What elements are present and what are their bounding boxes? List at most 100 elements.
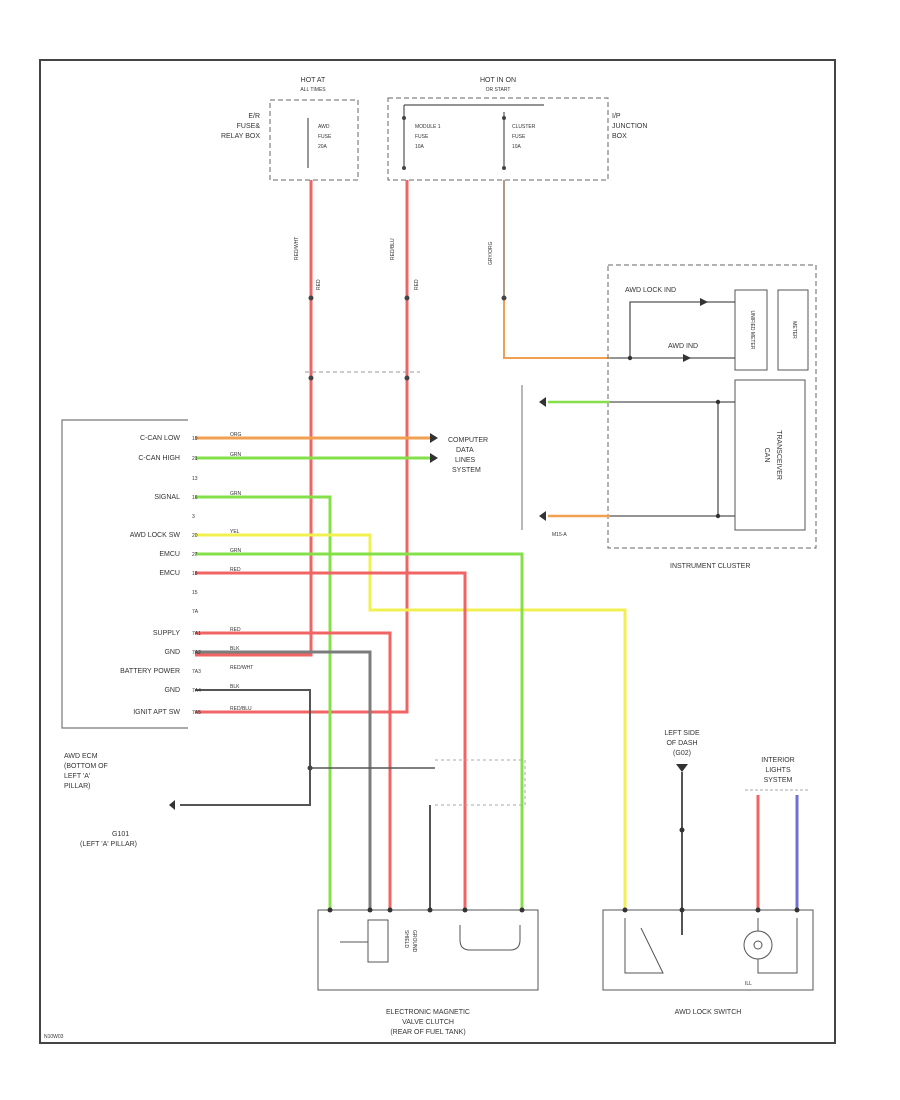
fuse-cluster-2: FUSE [512,134,526,140]
svg-text:(G02): (G02) [673,750,691,757]
can-xcvr-1: CAN [763,448,770,463]
svg-text:RED/BLU: RED/BLU [230,706,252,712]
ecm-pin-labels: C-CAN LOW C-CAN HIGH SIGNAL AWD LOCK SW … [120,435,180,716]
svg-text:LEFT SIDE: LEFT SIDE [664,730,700,737]
fuse-awd-3: 20A [318,144,328,150]
svg-text:SIGNAL: SIGNAL [154,494,180,501]
awd-lock-switch: ILL AWD LOCK SWITCH [602,909,814,1016]
svg-text:16: 16 [192,495,198,501]
valve-clutch: SHIELD GROUND ELECTRONIC MAGNETIC VALVE … [317,909,539,1036]
valve-name-3: (REAR OF FUEL TANK) [390,1029,465,1036]
switch-ill: ILL [745,981,752,987]
left-dash-ground: LEFT SIDE OF DASH (G02) [664,730,700,935]
wire-label-red-wht-1: RED/WHT [294,237,300,260]
shield-ground-1: SHIELD [403,930,409,948]
fuse-awd-1: AWD [318,124,330,130]
svg-text:LIGHTS: LIGHTS [765,767,791,774]
fuse-cluster-1: CLUSTER [512,124,536,130]
ecm-wire-colors: ORG GRN GRN YEL GRN RED RED BLK RED/WHT … [230,432,253,712]
hot-at-all-times-2: ALL TIMES [300,87,326,93]
svg-text:GRN: GRN [230,452,242,458]
ground-g101: G101 (LEFT 'A' PILLAR) [80,831,137,848]
cluster-can-wires [548,400,610,518]
svg-text:PILLAR): PILLAR) [64,783,90,790]
fuse-module-3: 10A [415,144,425,150]
valve-name-1: ELECTRONIC MAGNETIC [386,1009,470,1016]
svg-text:SUPPLY: SUPPLY [153,630,180,637]
computer-bus-4: SYSTEM [452,467,481,474]
ecm-output-wires [180,495,627,910]
ipdm-fuse-block: HOT AT ALL TIMES E/R FUSE& RELAY BOX AWD… [221,77,359,181]
jbox-label-2: JUNCTION [612,123,647,130]
awd-lock-ind: AWD LOCK IND [625,287,676,294]
svg-text:3: 3 [192,514,195,520]
diagram-frame [39,59,836,1044]
svg-text:G101: G101 [112,831,129,838]
footer-code: N10W03 [44,1034,64,1040]
svg-text:7A: 7A [192,609,199,615]
svg-text:GND: GND [164,649,180,656]
svg-text:INTERIOR: INTERIOR [761,757,794,764]
interior-lights: INTERIOR LIGHTS SYSTEM [745,757,810,910]
ecm-pin-numbers: 19 21 13 16 3 20 27 18 15 7A 7A1 7A2 7A3… [192,436,201,716]
ecm-name: AWD ECM (BOTTOM OF LEFT 'A' PILLAR) [64,753,108,790]
svg-text:21: 21 [192,456,198,462]
instrument-cluster: UNIFIED METER METER CAN TRANSCEIVER AWD … [552,264,817,570]
svg-text:GRN: GRN [230,548,242,554]
junction-fuse-block: HOT IN ON OR START I/P JUNCTION BOX MODU… [387,77,647,181]
ipdm-label-1: E/R [248,113,260,120]
ipdm-label-2: FUSE& [237,123,261,130]
svg-text:27: 27 [192,552,198,558]
computer-bus-1: COMPUTER [448,437,488,444]
svg-text:15: 15 [192,590,198,596]
svg-text:GRN: GRN [230,491,242,497]
svg-text:7A5: 7A5 [192,710,201,716]
wire-label-red-1: RED [316,279,322,290]
can-xcvr-2: TRANSCEIVER [775,430,782,480]
switch-name: AWD LOCK SWITCH [675,1009,742,1016]
svg-text:GND: GND [164,687,180,694]
computer-bus-2: DATA [456,447,474,454]
terminal-dots [327,907,800,913]
svg-text:20: 20 [192,533,198,539]
valve-name-2: VALVE CLUTCH [402,1019,454,1026]
ecm-box [61,419,188,729]
svg-text:LEFT 'A': LEFT 'A' [64,773,90,780]
svg-text:7A2: 7A2 [192,650,201,656]
svg-text:EMCU: EMCU [159,570,180,577]
svg-text:7A4: 7A4 [192,688,201,694]
wire-label-grn-org: GRY/ORG [488,241,494,265]
svg-text:18: 18 [192,571,198,577]
hot-in-on-1: HOT IN ON [480,77,516,84]
cluster-box1: UNIFIED METER [749,311,755,350]
fuse-module-1: MODULE 1 [415,124,441,130]
svg-text:C-CAN HIGH: C-CAN HIGH [138,455,180,462]
jbox-label-3: BOX [612,133,627,140]
svg-text:IGNIT APT SW: IGNIT APT SW [133,709,180,716]
svg-text:(LEFT 'A' PILLAR): (LEFT 'A' PILLAR) [80,841,137,848]
svg-text:(BOTTOM OF: (BOTTOM OF [64,763,108,770]
hot-in-on-2: OR START [486,87,511,93]
svg-text:ORG: ORG [230,432,242,438]
svg-text:BLK: BLK [230,684,240,690]
svg-text:19: 19 [192,436,198,442]
svg-text:C-CAN LOW: C-CAN LOW [140,435,180,442]
svg-text:EMCU: EMCU [159,551,180,558]
svg-text:7A3: 7A3 [192,669,201,675]
shield-ground-2: GROUND [411,930,417,953]
svg-text:AWD LOCK SW: AWD LOCK SW [130,532,181,539]
svg-text:SYSTEM: SYSTEM [764,777,793,784]
can-wires [195,436,430,460]
svg-text:YEL: YEL [230,529,240,535]
svg-text:RED: RED [230,567,241,573]
cluster-box2: METER [791,321,797,339]
svg-text:RED: RED [230,627,241,633]
svg-text:BLK: BLK [230,646,240,652]
cluster-connector: M15-A [552,532,567,538]
jbox-label-1: I/P [612,113,621,120]
wire-label-red-2: RED [414,279,420,290]
fuse-awd-2: FUSE [318,134,332,140]
hot-at-all-times-1: HOT AT [301,77,326,84]
fuse-feed-wires [195,180,610,714]
